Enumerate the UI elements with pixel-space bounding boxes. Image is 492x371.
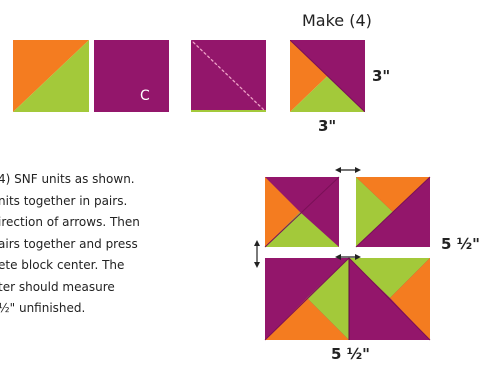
- instruction-line: ete block center. The: [0, 258, 125, 272]
- square-c-label: C: [140, 88, 150, 104]
- instruction-line: nits together in pairs.: [0, 193, 128, 208]
- instruction-line: airs together and press: [0, 236, 138, 251]
- stitch-and-flip-square: [191, 40, 266, 112]
- instruction-line: 4) SNF units as shown.: [0, 172, 135, 186]
- block-bottom-label: 5 ½": [331, 345, 371, 363]
- snf-unit-top-left: [264, 176, 340, 248]
- half-square-triangle-unit: [13, 40, 89, 112]
- snf-unit-finished: [290, 40, 365, 112]
- press-arrow-left: [254, 240, 260, 268]
- unit-bottom-label: 3": [318, 117, 337, 135]
- block-side-label: 5 ½": [441, 235, 481, 253]
- unit-side-label: 3": [372, 67, 391, 85]
- snf-unit-top-right: [355, 176, 431, 248]
- press-arrow-top: [335, 167, 361, 173]
- make-label: Make (4): [302, 11, 372, 30]
- snf-unit-bottom-left: [264, 257, 350, 341]
- square-c: C: [94, 40, 169, 112]
- snf-unit-bottom-right: [348, 257, 431, 341]
- press-arrow-middle: [335, 254, 361, 260]
- block-assembly-diagram: [254, 167, 431, 341]
- instruction-line: irection of arrows. Then: [0, 215, 140, 229]
- instruction-line: ½" unfinished.: [0, 301, 86, 315]
- instructions: 4) SNF units as shown. nits together in …: [0, 169, 228, 320]
- instruction-line: ter should measure: [0, 279, 115, 294]
